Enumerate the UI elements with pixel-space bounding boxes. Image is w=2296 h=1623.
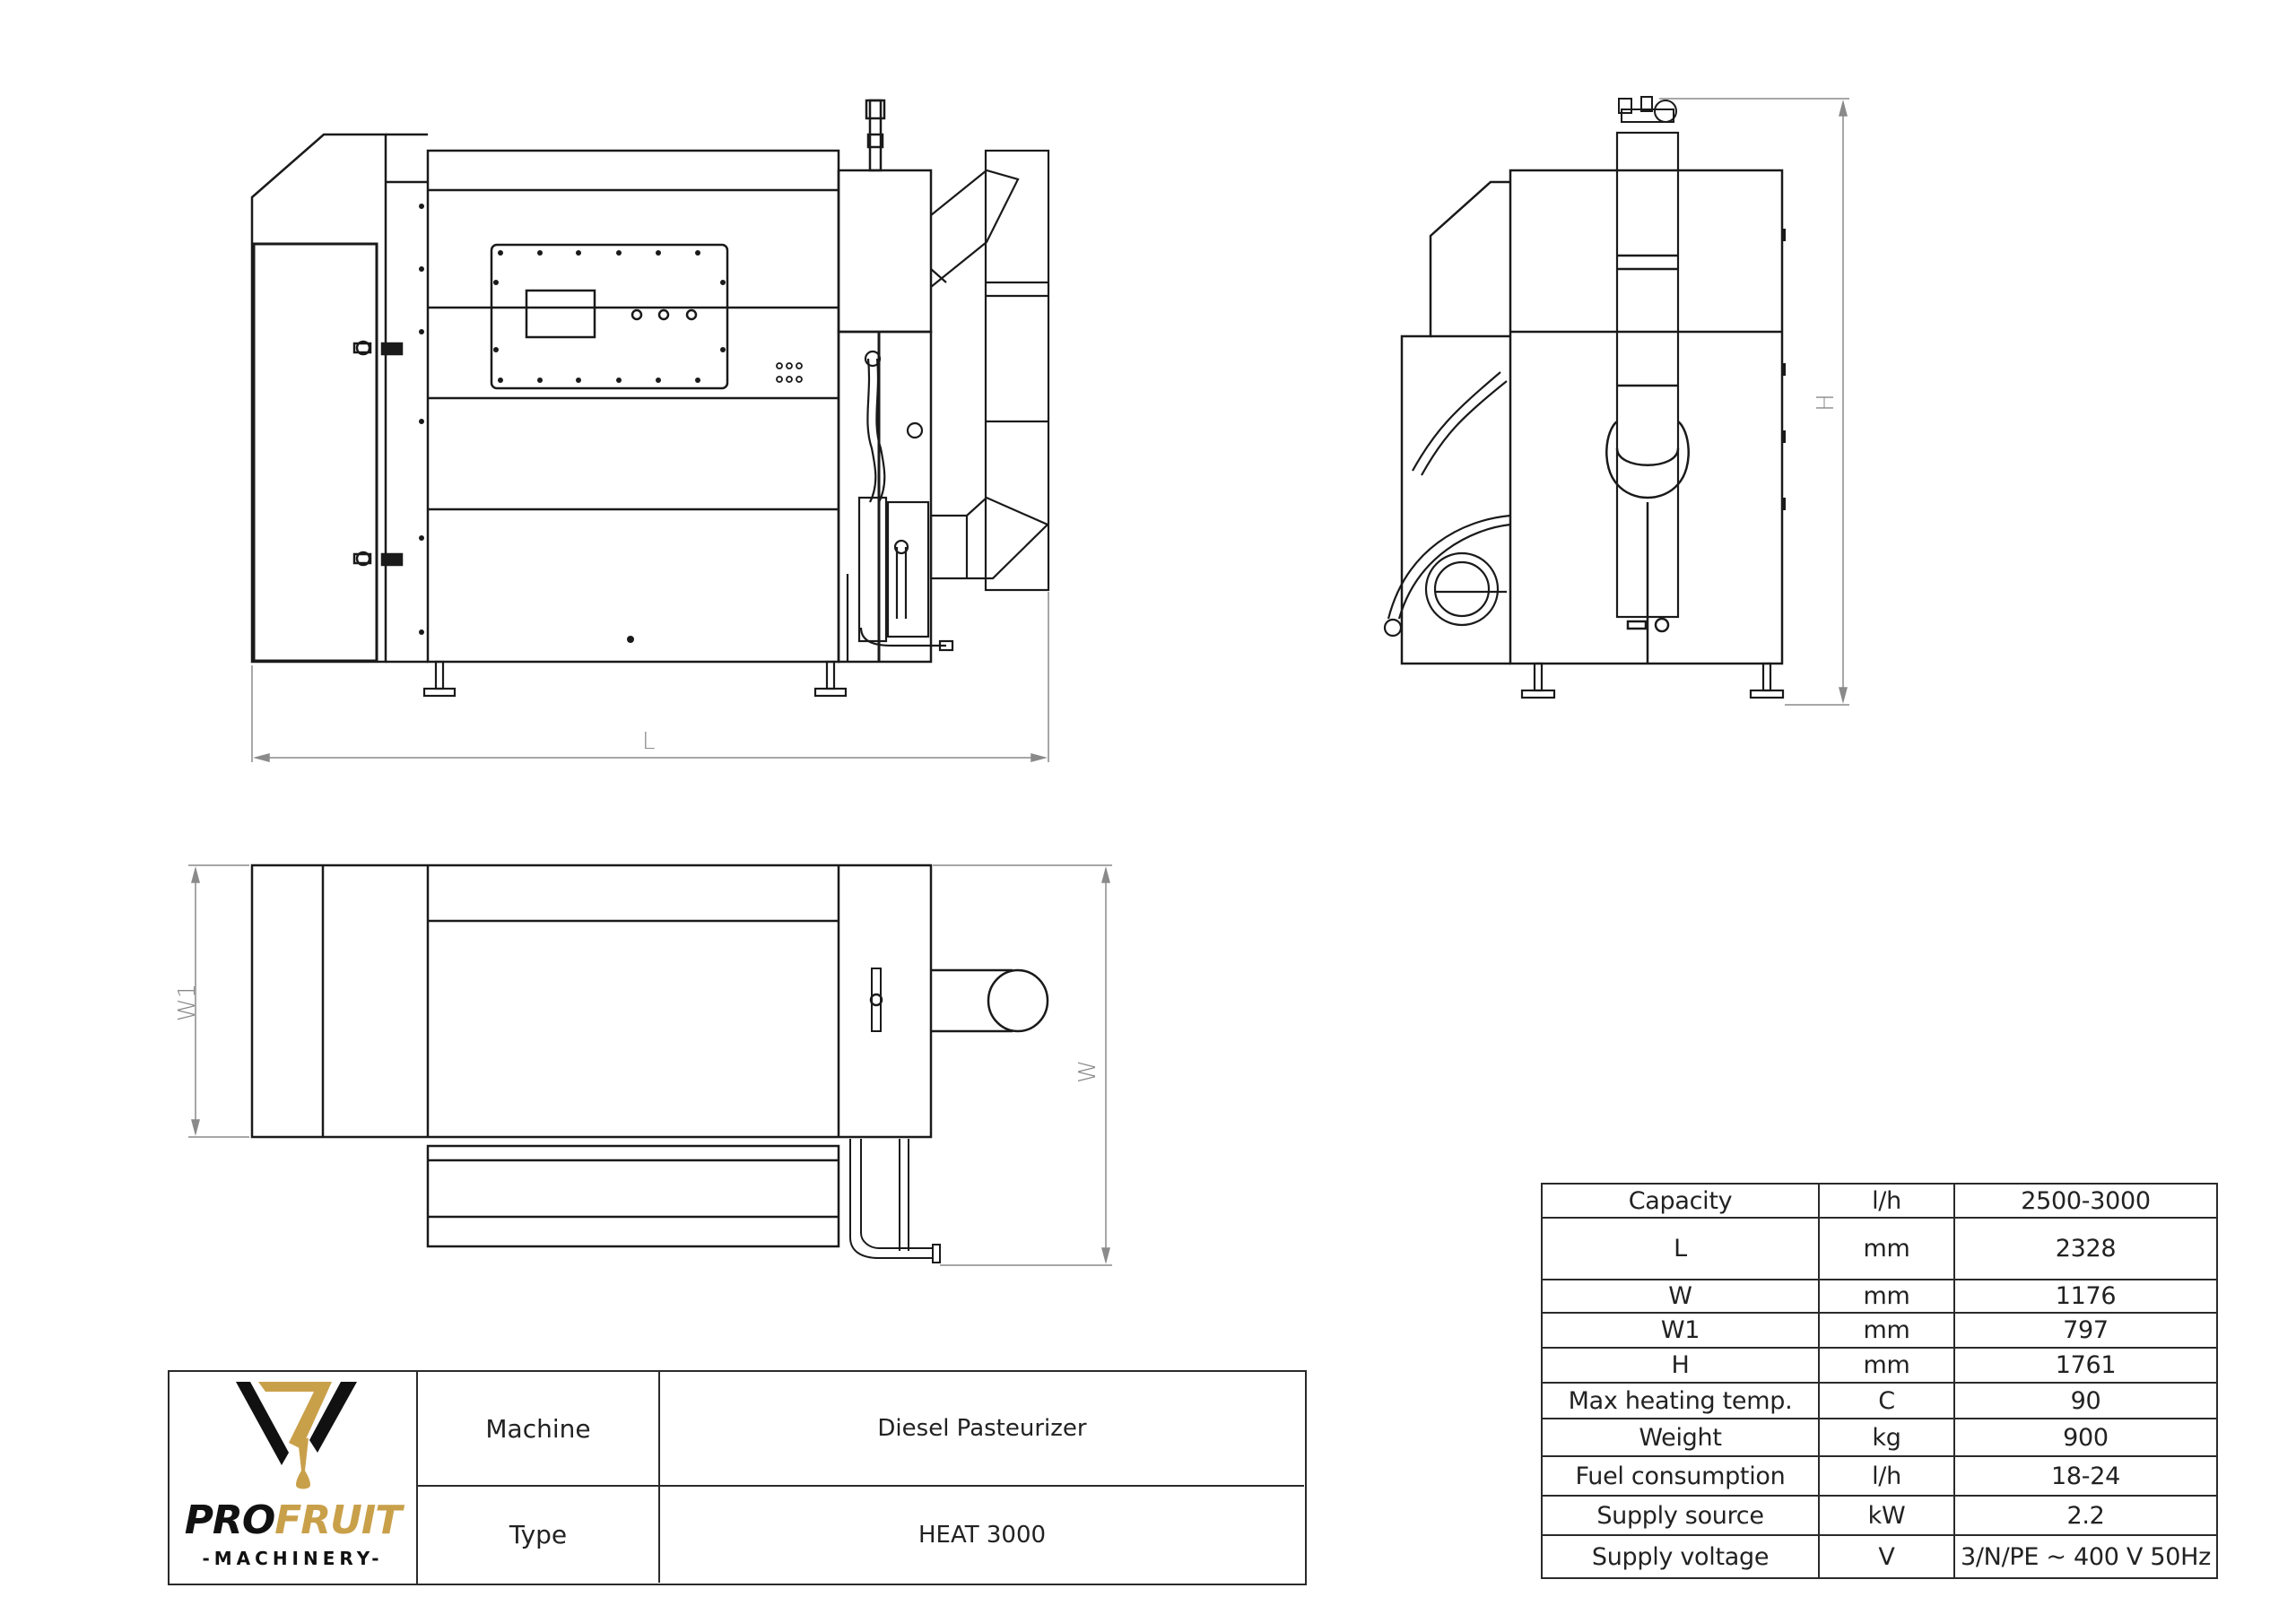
spec-unit: V [1818, 1534, 1955, 1579]
spec-value: 2500-3000 [1953, 1183, 2218, 1219]
door-latch-icon [352, 340, 404, 567]
spec-table: Capacity l/h 2500-3000 L mm 2328 W mm 11… [1541, 1183, 2218, 1579]
spec-unit: l/h [1818, 1183, 1955, 1219]
spec-value: 18-24 [1953, 1455, 2218, 1497]
spec-parameter: W1 [1541, 1312, 1820, 1349]
spec-value: 1761 [1953, 1347, 2218, 1384]
table-row: W1 mm 797 [1541, 1312, 2218, 1349]
table-row: H mm 1761 [1541, 1347, 2218, 1384]
spec-value: 3/N/PE ~ 400 V 50Hz [1953, 1534, 2218, 1579]
dimension-label-w1: W1 [174, 983, 202, 1022]
side-view [1383, 96, 1849, 706]
table-row: Capacity l/h 2500-3000 [1541, 1183, 2218, 1219]
table-row: Supply voltage V 3/N/PE ~ 400 V 50Hz [1541, 1534, 2218, 1579]
company-logo: PROFRUIT -MACHINERY- [170, 1372, 418, 1584]
table-row: Weight kg 900 [1541, 1418, 2218, 1457]
spec-unit: mm [1818, 1347, 1955, 1384]
spec-parameter: H [1541, 1347, 1820, 1384]
title-block: PROFRUIT -MACHINERY- Machine Diesel Past… [168, 1370, 1307, 1585]
spec-value: 90 [1953, 1382, 2218, 1419]
spec-value: 2328 [1953, 1217, 2218, 1280]
spec-unit: mm [1818, 1217, 1955, 1280]
spec-parameter: Supply voltage [1541, 1534, 1820, 1579]
spec-unit: kW [1818, 1495, 1955, 1536]
spec-value: 2.2 [1953, 1495, 2218, 1536]
profruit-logo-mark [236, 1382, 357, 1489]
spec-parameter: Weight [1541, 1418, 1820, 1457]
spec-unit: mm [1818, 1312, 1955, 1349]
type-label: Type [418, 1487, 660, 1583]
table-row: Max heating temp. C 90 [1541, 1382, 2218, 1419]
spec-parameter: W [1541, 1279, 1820, 1314]
spec-parameter: Capacity [1541, 1183, 1820, 1219]
spec-parameter: L [1541, 1217, 1820, 1280]
spec-unit: kg [1818, 1418, 1955, 1457]
dimension-label-w: W [1074, 1060, 1101, 1083]
spec-value: 797 [1953, 1312, 2218, 1349]
spec-parameter: Max heating temp. [1541, 1382, 1820, 1419]
spec-unit: C [1818, 1382, 1955, 1419]
table-row: Supply source kW 2.2 [1541, 1495, 2218, 1536]
spec-unit: mm [1818, 1279, 1955, 1314]
dimension-label-h: H [1812, 394, 1839, 412]
logo-wordmark: PROFRUIT [170, 1497, 416, 1543]
spec-parameter: Supply source [1541, 1495, 1820, 1536]
spec-parameter: Fuel consumption [1541, 1455, 1820, 1497]
top-view [188, 864, 1112, 1266]
machine-label: Machine [418, 1372, 660, 1487]
spec-value: 1176 [1953, 1279, 2218, 1314]
table-row: W mm 1176 [1541, 1279, 2218, 1314]
logo-subtitle: -MACHINERY- [202, 1548, 384, 1569]
table-row: Fuel consumption l/h 18-24 [1541, 1455, 2218, 1497]
front-view [250, 99, 1050, 762]
logo-word-pro: PRO [184, 1497, 276, 1543]
spec-value: 900 [1953, 1418, 2218, 1457]
machine-value: Diesel Pasteurizer [660, 1372, 1304, 1487]
spec-unit: l/h [1818, 1455, 1955, 1497]
logo-word-fruit: FRUIT [274, 1497, 402, 1543]
dimension-label-l: L [642, 728, 656, 755]
type-value: HEAT 3000 [918, 1521, 1047, 1549]
table-row: L mm 2328 [1541, 1217, 2218, 1280]
